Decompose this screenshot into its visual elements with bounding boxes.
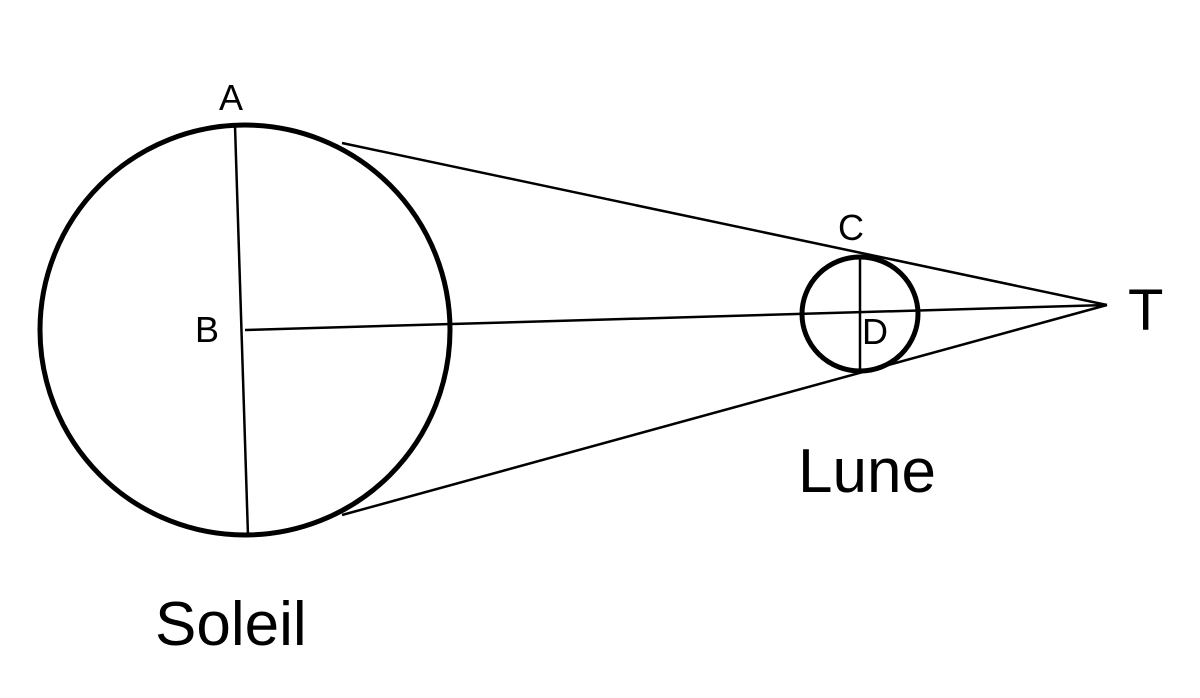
upper-tangent-line <box>341 141 1108 307</box>
label-point-c: C <box>838 207 864 248</box>
sun-diameter <box>233 125 250 537</box>
label-point-t: T <box>1128 278 1163 343</box>
center-line <box>244 303 1108 332</box>
label-moon: Lune <box>798 437 936 506</box>
label-point-a: A <box>219 77 243 118</box>
moon-circle <box>799 254 921 374</box>
sun-circle <box>37 122 453 538</box>
label-point-d: D <box>862 311 888 352</box>
lower-tangent-line <box>341 303 1108 517</box>
label-sun: Soleil <box>155 590 307 659</box>
label-point-b: B <box>195 309 219 350</box>
